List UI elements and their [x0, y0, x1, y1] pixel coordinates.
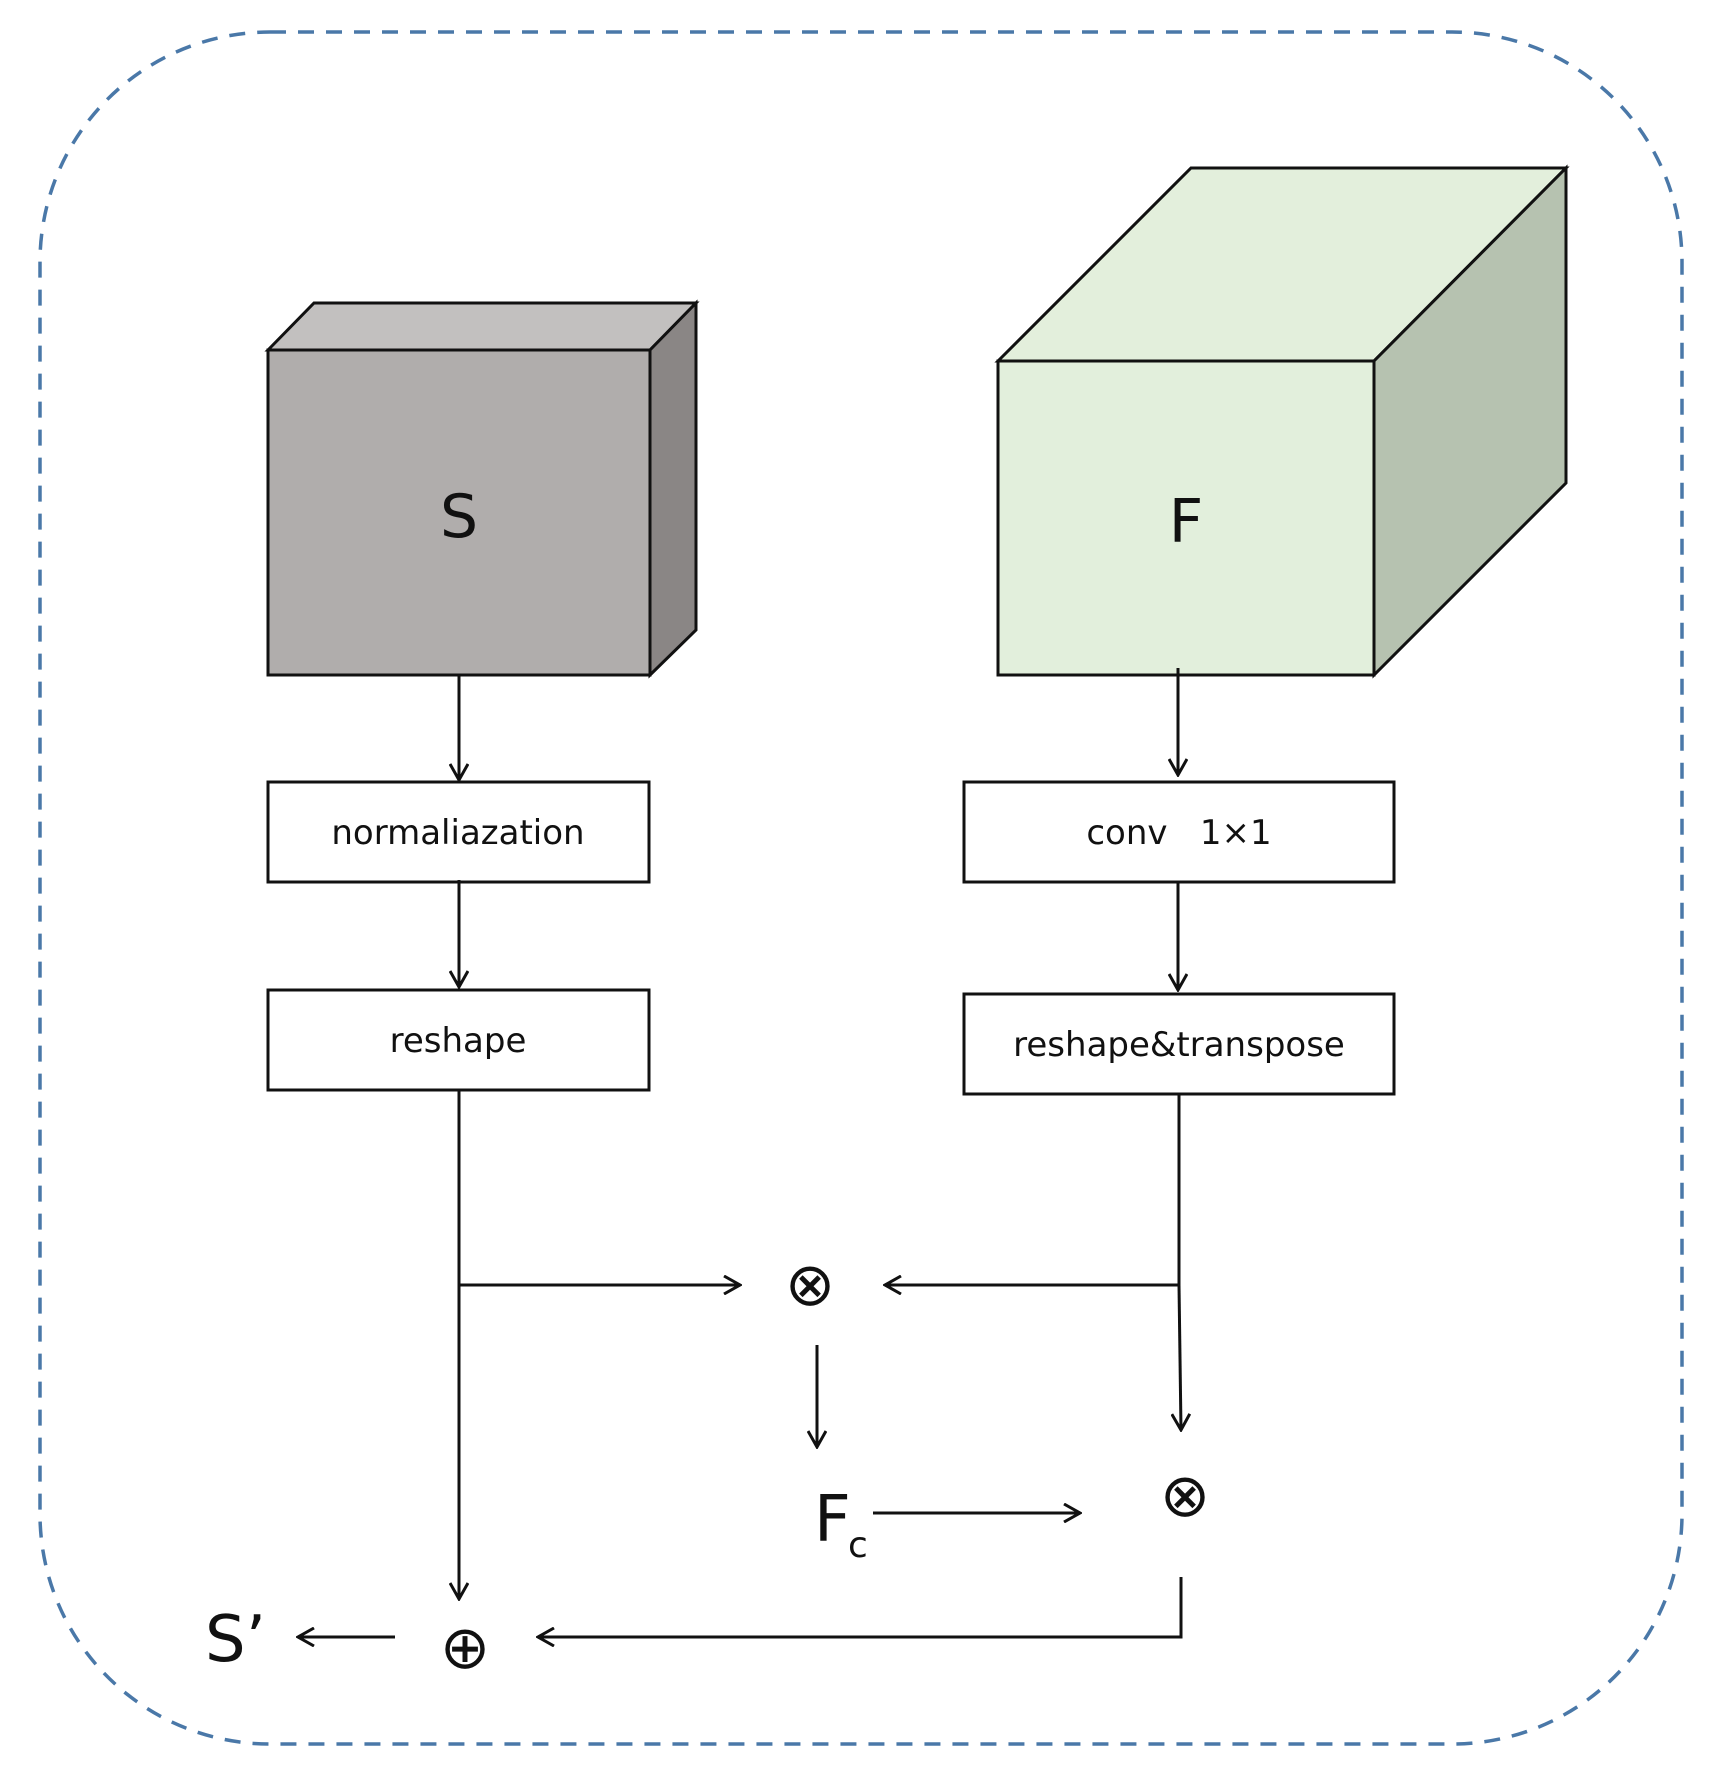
fc-symbol-subscript: c: [848, 1525, 868, 1566]
cube-f-label: F: [1169, 487, 1204, 557]
cube-f-front-face: [996, 359, 1376, 677]
box-reshape-label: reshape: [390, 1021, 527, 1061]
box-conv-label: conv 1×1: [1086, 813, 1271, 853]
arrow-multiply-right-to-add: [538, 1577, 1183, 1637]
multiply-operator-top: ⊗: [785, 1250, 835, 1320]
box-reshape-transpose: reshape&transpose: [962, 992, 1396, 1096]
multiply-operator-right: ⊗: [1160, 1461, 1210, 1531]
box-reshape: reshape: [266, 988, 651, 1092]
cube-f: F: [994, 164, 1570, 679]
fc-symbol-main: F: [814, 1483, 851, 1557]
cube-s-side-face: [648, 299, 698, 679]
box-reshape-transpose-label: reshape&transpose: [1013, 1025, 1345, 1065]
cube-s-label: S: [440, 482, 478, 552]
s-prime-symbol: S’: [205, 1603, 266, 1677]
box-normalization: normaliazation: [266, 780, 651, 884]
fc-symbol: F c: [814, 1483, 868, 1566]
box-conv: conv 1×1: [962, 780, 1396, 884]
connectors: [298, 668, 1181, 1637]
cube-s: S: [264, 299, 700, 679]
arrow-transpose-to-multiply-right: [1179, 1284, 1181, 1430]
module-border: [38, 30, 1684, 1746]
cube-s-top-face: [264, 301, 700, 352]
box-normalization-label: normaliazation: [331, 813, 584, 853]
add-operator: ⊕: [440, 1613, 490, 1683]
